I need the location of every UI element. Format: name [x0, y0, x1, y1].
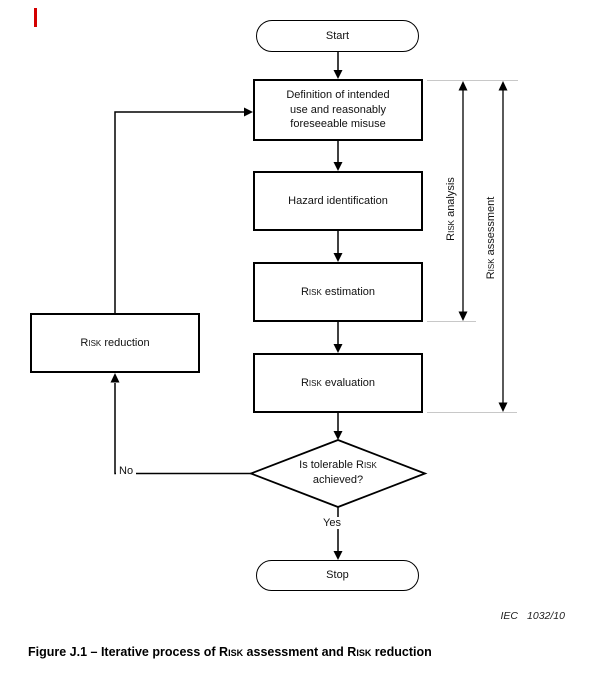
iec-plate-reference: IEC 1032/10: [460, 610, 565, 622]
hazard-identification-node: Hazard identification: [253, 171, 423, 231]
risk-analysis-arrowhead-top: [458, 81, 468, 91]
decision-node-text: Is tolerable Risk achieved?: [258, 458, 418, 488]
risk-reduction-label: Risk reduction: [80, 336, 150, 349]
decision-question-line1: Is tolerable Risk: [299, 459, 377, 471]
connector-feedback-path: [114, 111, 244, 313]
start-node: Start: [256, 20, 419, 52]
risk-evaluation-node: Risk evaluation: [253, 353, 423, 413]
no-branch-label: No: [116, 465, 137, 477]
decision-question-line2: achieved?: [312, 473, 364, 486]
arrowhead-into-stop: [333, 551, 343, 560]
start-label: Start: [325, 29, 350, 42]
hazard-identification-label: Hazard identification: [288, 194, 388, 207]
risk-assessment-span-label: Risk assessment: [485, 196, 497, 280]
red-caret-mark: [34, 8, 37, 27]
arrowhead-into-decision: [333, 431, 343, 440]
stop-node: Stop: [256, 560, 419, 591]
arrowhead-into-definition-left: [244, 107, 253, 117]
arrowhead-into-reduction: [110, 373, 120, 383]
arrowhead-into-evaluation: [333, 344, 343, 353]
risk-analysis-arrowhead-bottom: [458, 311, 468, 321]
risk-reduction-node: Risk reduction: [30, 313, 200, 373]
arrowhead-into-hazard: [333, 162, 343, 171]
risk-estimation-node: Risk estimation: [253, 262, 423, 322]
figure-caption: Figure J.1 – Iterative process of Risk a…: [28, 645, 432, 659]
arrowhead-into-estimation: [333, 253, 343, 262]
risk-assessment-arrowhead-top: [498, 81, 508, 91]
iec-plate-number: 1032/10: [527, 610, 565, 622]
risk-assessment-arrowhead-bottom: [498, 402, 508, 412]
connector-no-path: [114, 383, 251, 475]
risk-analysis-span-label: Risk analysis: [445, 177, 457, 241]
iec-org-label: IEC: [500, 610, 519, 622]
stop-label: Stop: [326, 569, 349, 582]
yes-branch-label: Yes: [320, 517, 344, 529]
risk-estimation-label: Risk estimation: [300, 285, 376, 298]
risk-evaluation-label: Risk evaluation: [300, 376, 376, 389]
arrowhead-into-definition: [333, 70, 343, 79]
